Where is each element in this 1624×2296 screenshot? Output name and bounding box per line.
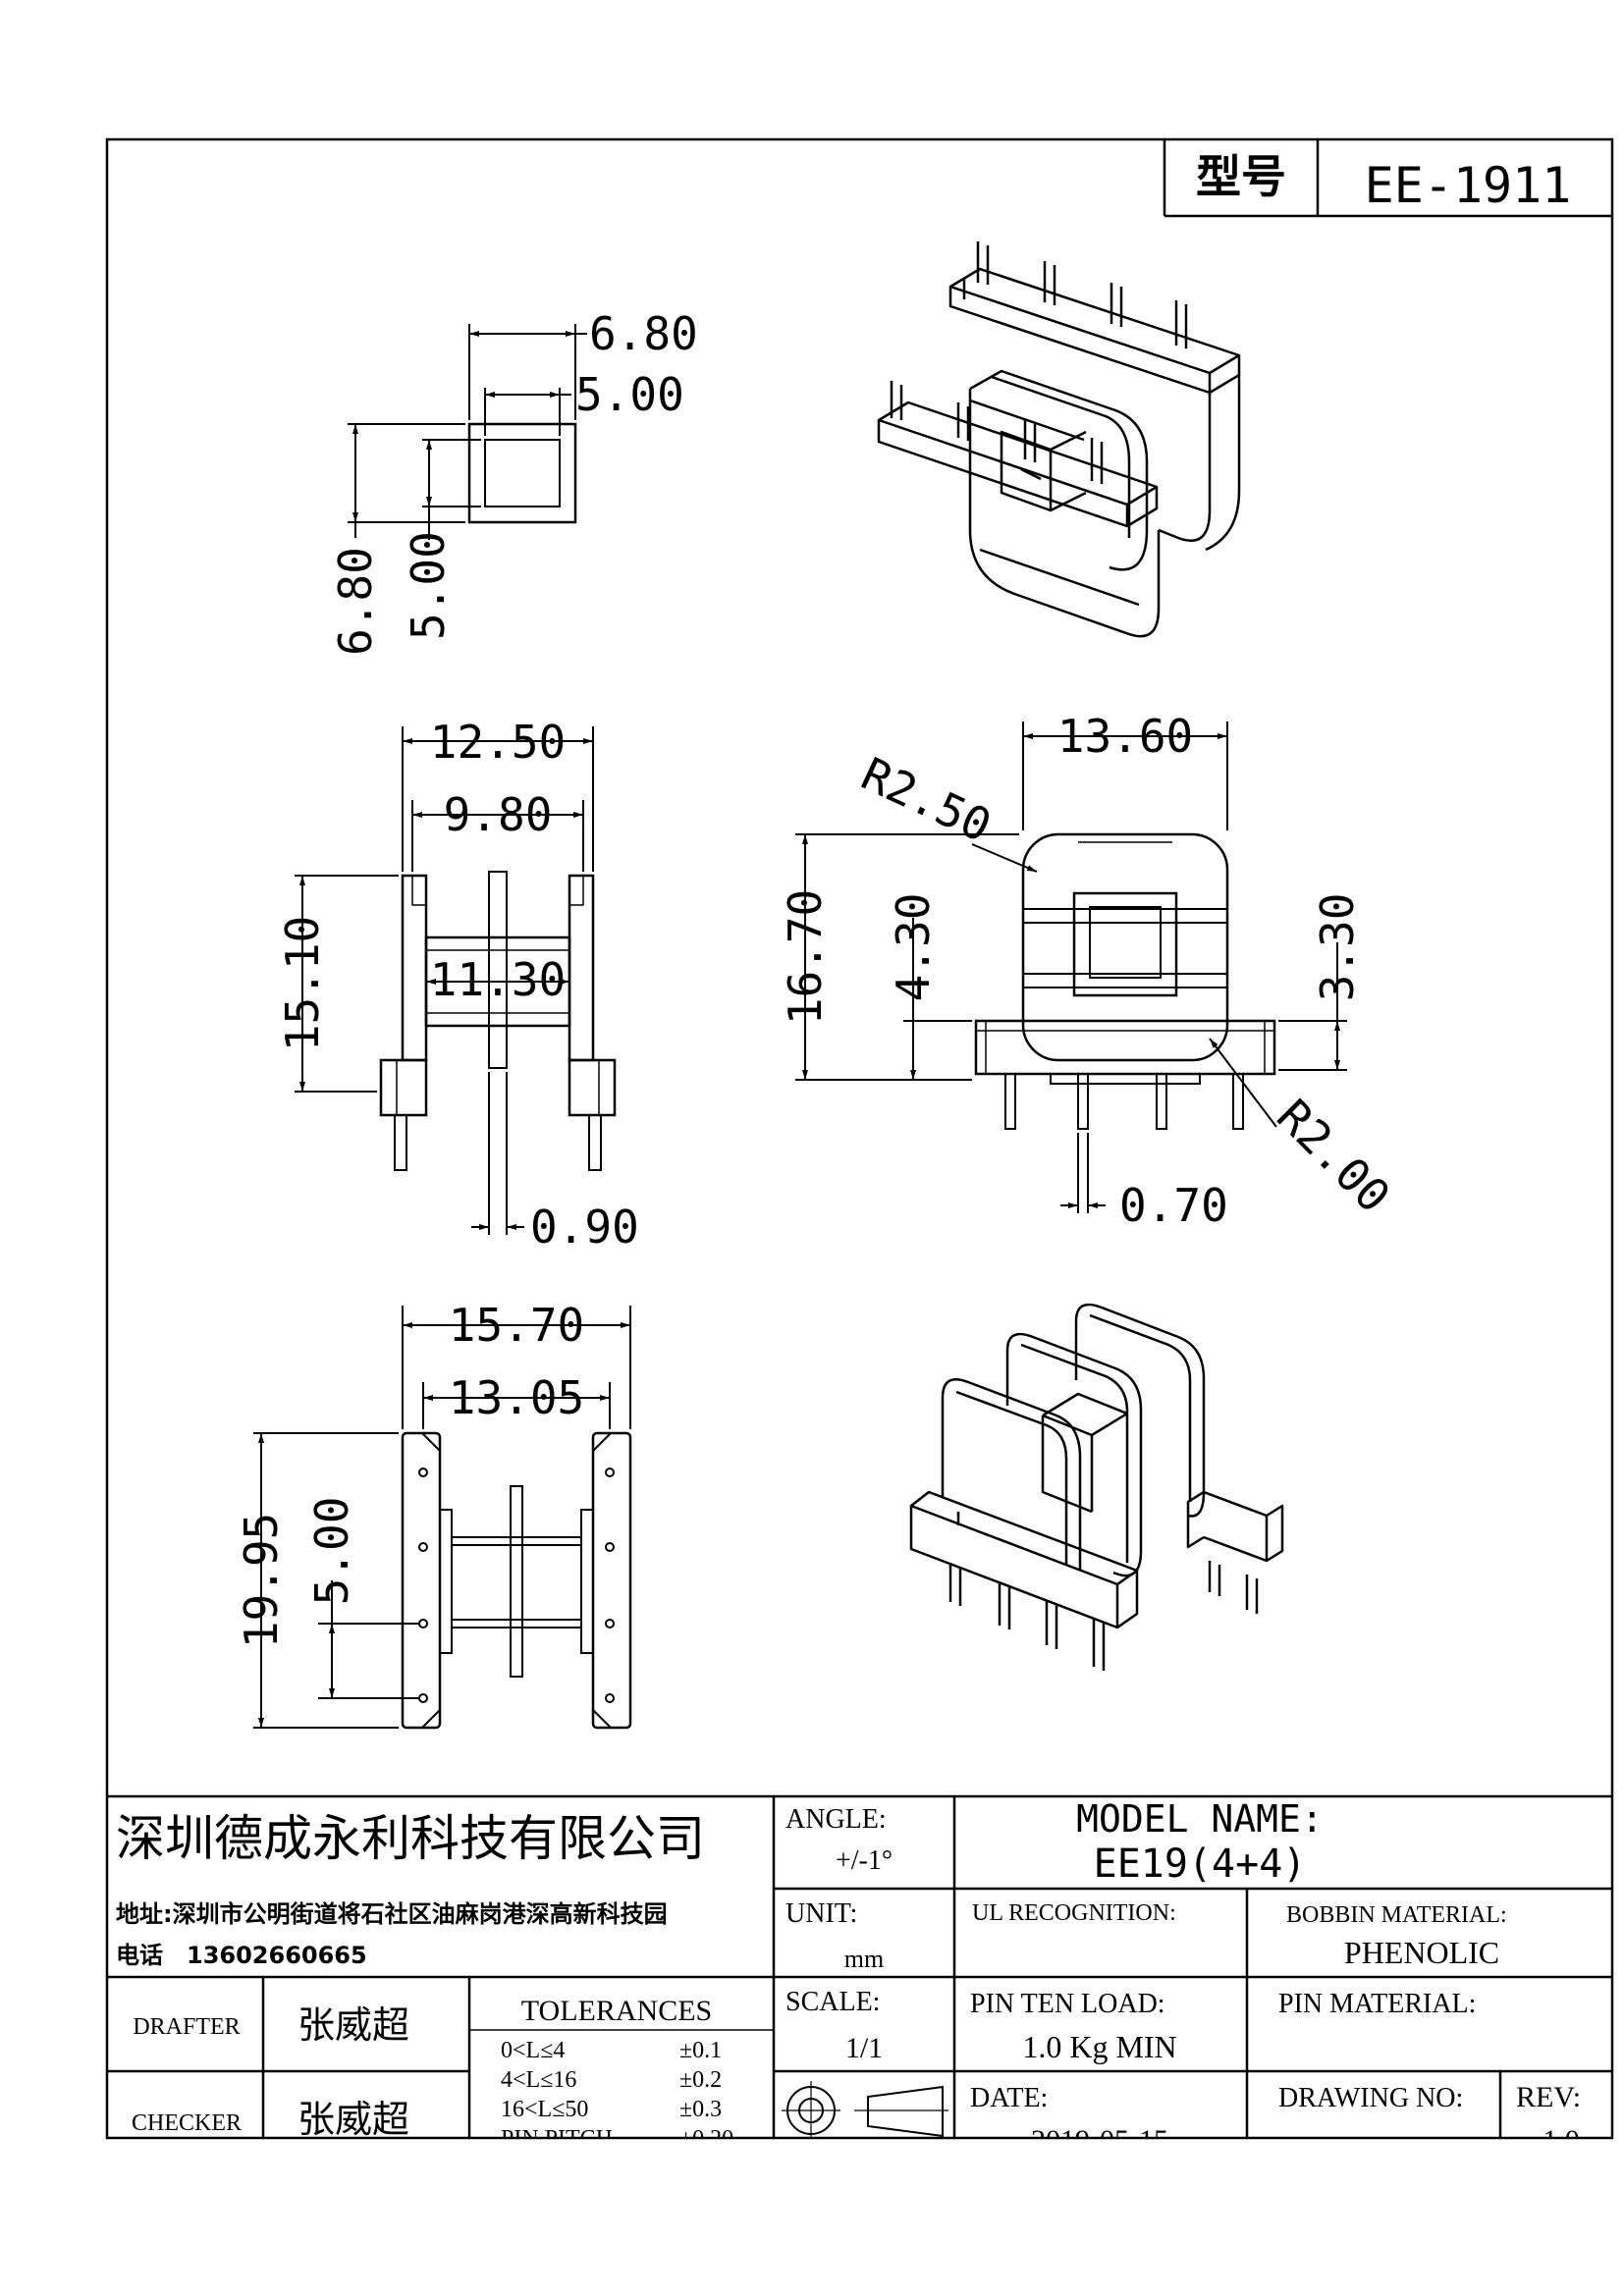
model-label: 型号 xyxy=(1196,150,1286,203)
rev-label: REV: xyxy=(1516,2081,1581,2113)
dim-label: 5.00 xyxy=(402,531,455,640)
dim-label: 12.50 xyxy=(430,716,566,769)
tolerance-value: ±0.20 xyxy=(679,2126,733,2152)
bottom-view-dimension-labels: 15.70 13.05 19.95 5.00 xyxy=(235,1299,584,1648)
dim-label: 11.30 xyxy=(430,953,566,1006)
bobbin-material-label: BOBBIN MATERIAL: xyxy=(1286,1902,1507,1928)
bottom-view xyxy=(253,1306,632,1730)
projection-symbol-icon xyxy=(782,2081,948,2138)
unit-label: UNIT: xyxy=(785,1898,857,1929)
checker-label: CHECKER xyxy=(132,2110,242,2136)
dim-label: 3.30 xyxy=(1311,893,1364,1002)
dim-label: 13.05 xyxy=(449,1371,584,1424)
drafter-label: DRAFTER xyxy=(133,2014,240,2040)
dim-label: R2.00 xyxy=(1267,1090,1400,1223)
drawing-no-label: DRAWING NO: xyxy=(1278,2083,1463,2113)
drafter-name: 张威超 xyxy=(298,2003,409,2047)
dim-label: 15.70 xyxy=(449,1299,584,1352)
core-window-view xyxy=(348,324,587,540)
model-header-box: 型号 EE-1911 xyxy=(1163,139,1612,218)
angle-label: ANGLE: xyxy=(785,1804,887,1835)
tolerance-range: 16<L≤50 xyxy=(501,2097,588,2122)
isometric-view-assembled xyxy=(909,1303,1284,1671)
title-block-text: 深圳德成永利科技有限公司 地址:深圳市公明街道将石社区油麻岗港深高新科技园 电话… xyxy=(116,1797,1581,2157)
scale-label: SCALE: xyxy=(785,1987,880,2017)
dim-label: 9.80 xyxy=(444,788,553,841)
tolerances-label: TOLERANCES xyxy=(521,1995,712,2027)
ul-recognition-label: UL RECOGNITION: xyxy=(972,1900,1176,1926)
dim-label: 0.90 xyxy=(530,1201,639,1254)
front-view xyxy=(795,721,1347,1213)
dim-label: 19.95 xyxy=(235,1513,288,1648)
date-value: 2019-05-15 xyxy=(1031,2124,1168,2157)
scale-value: 1/1 xyxy=(845,2032,883,2064)
unit-value: mm xyxy=(844,1945,884,1973)
side-view-dimension-labels: 12.50 9.80 15.10 11.30 0.90 xyxy=(276,716,639,1254)
dim-label: 15.10 xyxy=(276,916,329,1051)
model-value: EE-1911 xyxy=(1365,157,1572,214)
core-window-dimension-labels: 6.80 5.00 6.80 5.00 xyxy=(329,307,698,656)
company-name: 深圳德成永利科技有限公司 xyxy=(116,1810,705,1867)
tolerance-value: ±0.3 xyxy=(679,2097,722,2122)
dim-label: R2.50 xyxy=(853,747,999,852)
pin-ten-load-value: 1.0 Kg MIN xyxy=(1022,2029,1176,2064)
angle-value: +/-1° xyxy=(836,1845,893,1876)
title-block-grid xyxy=(107,1794,1612,2138)
dim-label: 13.60 xyxy=(1057,710,1193,763)
company-address: 地址:深圳市公明街道将石社区油麻岗港深高新科技园 xyxy=(116,1900,668,1928)
isometric-view-exploded xyxy=(877,241,1241,638)
tolerance-value: ±0.1 xyxy=(679,2038,722,2063)
dim-label: 6.80 xyxy=(329,547,382,656)
tolerance-range: PIN PITCH xyxy=(501,2126,613,2152)
rev-value: 1.0 xyxy=(1543,2124,1580,2157)
tolerance-range: 0<L≤4 xyxy=(501,2038,565,2063)
dim-label: 4.30 xyxy=(887,893,940,1002)
bobbin-material-value: PHENOLIC xyxy=(1344,1935,1499,1970)
checker-name: 张威超 xyxy=(298,2098,409,2141)
model-name-label: MODEL NAME: xyxy=(1076,1797,1324,1841)
company-phone: 电话 13602660665 xyxy=(116,1942,367,1969)
model-name-value: EE19(4+4) xyxy=(1094,1842,1307,1887)
tolerance-range: 4<L≤16 xyxy=(501,2067,576,2093)
tolerance-value: ±0.2 xyxy=(679,2067,722,2093)
dim-label: 5.00 xyxy=(575,368,684,421)
side-view xyxy=(295,726,617,1235)
dim-label: 16.70 xyxy=(779,889,832,1025)
dim-label: 5.00 xyxy=(305,1497,358,1606)
pin-material-label: PIN MATERIAL: xyxy=(1278,1989,1476,2019)
date-label: DATE: xyxy=(970,2083,1048,2113)
drawing-border xyxy=(105,137,1614,2140)
pin-ten-load-label: PIN TEN LOAD: xyxy=(970,1989,1165,2019)
dim-label: 0.70 xyxy=(1119,1179,1228,1232)
dim-label: 6.80 xyxy=(589,307,698,360)
